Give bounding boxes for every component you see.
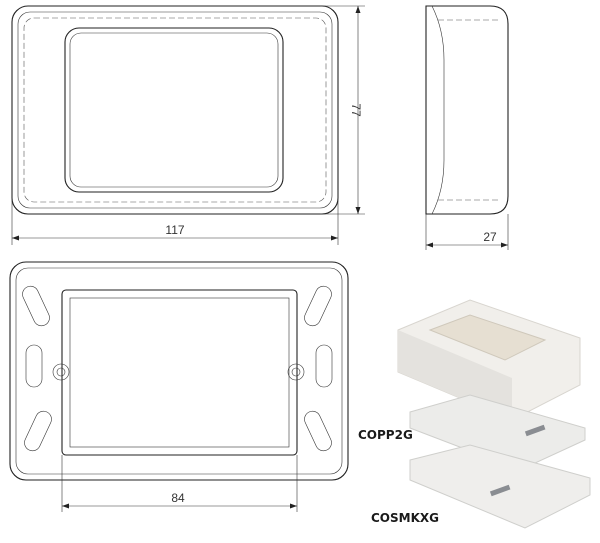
plate-part-label: COPP2G [358, 428, 413, 442]
product-render: COPP2G COSMKXG [358, 299, 591, 529]
width-dimension: 117 [165, 223, 184, 237]
side-view: 27 [425, 5, 509, 250]
depth-dimension: 27 [483, 230, 497, 244]
mount-spacing-dimension: 84 [171, 491, 185, 505]
box-part-label: COSMKXG [371, 511, 439, 525]
rear-view: 84 [9, 261, 349, 512]
front-view: 117 77 [11, 5, 365, 245]
height-dimension: 77 [349, 103, 363, 117]
